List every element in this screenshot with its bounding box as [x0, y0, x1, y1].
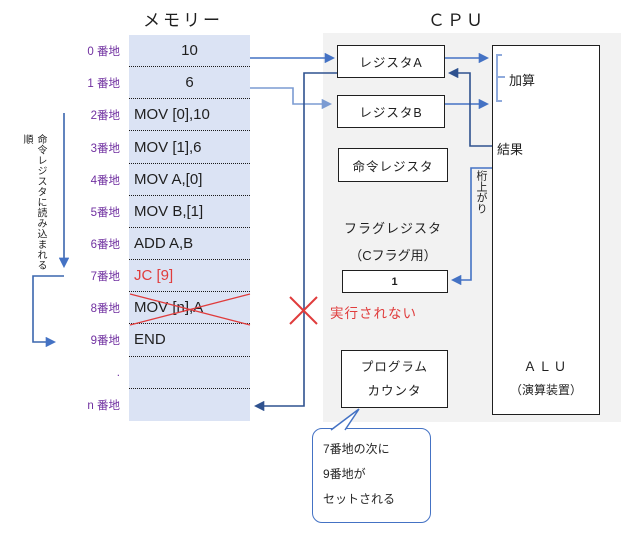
memory-cell-crossed: MOV [n],A [129, 292, 250, 325]
not-executed-x-icon [289, 296, 318, 325]
flag-register-value-box: 1 [342, 270, 448, 293]
memory-row: 9番地 END [40, 324, 252, 357]
memory-address-label: 9番地 [90, 335, 120, 348]
memory-address-label: 3番地 [90, 142, 120, 155]
arrow-mem1-to-register-b [250, 87, 333, 110]
program-counter-callout: 7番地の次に 9番地が セットされる [312, 428, 431, 523]
memory-table: 0 番地 10 1 番地 6 2番地 MOV [0],10 3番地 MOV [1],6 4番地 M… [40, 35, 252, 421]
alu-name: ＡＬＵ [523, 359, 569, 374]
memory-row: . [40, 356, 252, 389]
memory-address-label: 4番地 [90, 174, 120, 187]
memory-cell: MOV A,[0] [129, 163, 250, 196]
not-executed-label: 実行されない [330, 306, 417, 321]
register-b-box: レジスタB [337, 95, 445, 128]
memory-cell [129, 356, 250, 389]
memory-cell: 10 [129, 35, 250, 68]
alu-box [492, 45, 600, 415]
memory-row: 8番地 MOV [n],A [40, 292, 252, 325]
memory-address-label: n 番地 [87, 399, 120, 412]
memory-address-label: 6番地 [90, 239, 120, 252]
carry-label: 桁上がり [475, 170, 487, 214]
memory-address-label: 7番地 [90, 271, 120, 284]
memory-cell: JC [9] [129, 260, 250, 293]
memory-row: n 番地 [40, 388, 252, 421]
memory-cell: ADD A,B [129, 227, 250, 261]
callout-line3: セットされる [323, 492, 396, 506]
memory-cell [129, 388, 250, 421]
cpu-title: ＣＰＵ [428, 11, 485, 30]
program-counter-box: プログラム カウンタ [341, 350, 448, 408]
memory-cell: MOV B,[1] [129, 195, 250, 228]
memory-row: 6番地 ADD A,B [40, 227, 252, 261]
memory-row: 4番地 MOV A,[0] [40, 163, 252, 196]
callout-line1: 7番地の次に [323, 442, 390, 456]
memory-row: 2番地 MOV [0],10 [40, 99, 252, 132]
memory-address-label: 5番地 [90, 206, 120, 219]
read-order-note: 命令レジスタに読み込まれる順 [21, 134, 46, 271]
memory-address-label: . [116, 366, 120, 379]
register-a-box: レジスタA [337, 45, 445, 78]
memory-address-label: 2番地 [90, 110, 120, 123]
memory-address-label: 0 番地 [87, 46, 120, 59]
flag-register-subtitle: （Cフラグ用） [349, 248, 437, 263]
flag-register-title: フラグレジスタ [343, 221, 442, 236]
memory-row: 0 番地 10 [40, 35, 252, 68]
memory-cell: MOV [1],6 [129, 131, 250, 164]
callout-line2: 9番地が [323, 467, 366, 481]
memory-cell: MOV [0],10 [129, 99, 250, 132]
memory-row: 3番地 MOV [1],6 [40, 131, 252, 164]
program-counter-line2: カウンタ [367, 384, 422, 398]
memory-cell: END [129, 324, 250, 357]
add-label: 加算 [509, 73, 536, 88]
instruction-register-box: 命令レジスタ [338, 148, 448, 182]
result-label: 結果 [497, 142, 524, 157]
memory-row: 5番地 MOV B,[1] [40, 195, 252, 228]
memory-address-label: 8番地 [90, 303, 120, 316]
memory-title: メモリー [143, 11, 223, 30]
memory-row: 1 番地 6 [40, 67, 252, 100]
alu-subtitle: （演算装置） [509, 383, 582, 397]
program-counter-line1: プログラム [360, 360, 429, 374]
memory-address-label: 1 番地 [87, 78, 120, 91]
memory-cell: 6 [129, 67, 250, 100]
memory-row: 7番地 JC [9] [40, 260, 252, 293]
